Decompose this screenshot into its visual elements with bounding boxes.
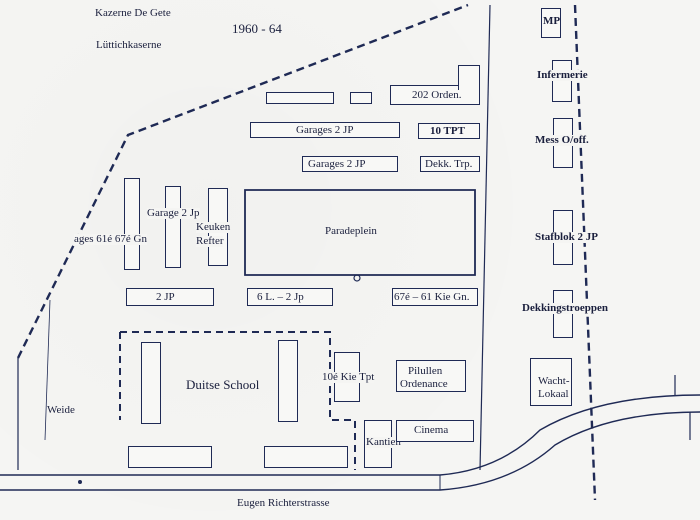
label-202-orden: 202 Orden. (412, 89, 462, 101)
map-title: Kazerne De Gete (95, 7, 171, 19)
building-garages-mid (302, 156, 398, 172)
perimeter-fence-east (573, 4, 597, 501)
building-north-1 (266, 92, 334, 104)
label-dekkingstroeppen: Dekkingstroeppen (522, 302, 608, 314)
building-202-orden (390, 85, 480, 105)
building-2jp-left (126, 288, 214, 306)
label-infermerie: Infermerie (537, 69, 588, 81)
label-6l: 6 L. – 2 Jp (257, 291, 304, 303)
label-street: Eugen Richterstrasse (237, 497, 330, 509)
building-garages-top (250, 122, 400, 138)
label-mess: Mess O/off. (535, 134, 589, 146)
paradeplein-outline (244, 189, 476, 276)
building-cinema (396, 420, 474, 442)
building-school-south-1 (128, 446, 212, 468)
map-subtitle: Lüttichkaserne (96, 39, 162, 51)
building-infermerie (552, 60, 572, 102)
label-pilullen: Pilullen (408, 365, 443, 377)
street-edge-north (0, 394, 700, 476)
street-marker (78, 480, 82, 484)
label-dekk-trp: Dekk. Trp. (425, 158, 473, 170)
duitse-school-enclosure (119, 331, 356, 470)
label-10-tpt: 10 TPT (430, 125, 465, 137)
building-10-tpt (418, 123, 480, 139)
label-ordenance: Ordenance (400, 378, 448, 390)
label-garages-61-67: ages 61é 67é Gn (74, 233, 148, 245)
building-school-west (141, 342, 161, 424)
label-garage-2jp: Garage 2 Jp (147, 207, 200, 219)
label-10e-kie: 10é Kie Tpt (322, 371, 375, 383)
label-weide: Weide (47, 404, 75, 416)
building-6l (247, 288, 333, 306)
building-garages-61-67 (124, 178, 140, 270)
inner-boundary (479, 4, 491, 471)
label-wacht-1: Wacht- (538, 375, 570, 387)
label-2jp-left: 2 JP (156, 291, 175, 303)
label-refter: Refter (196, 235, 224, 247)
label-duitse-school: Duitse School (186, 377, 260, 392)
building-mp (541, 8, 561, 38)
survey-line (44, 299, 51, 441)
building-school-east (278, 340, 298, 422)
label-garages-mid: Garages 2 JP (308, 158, 366, 170)
building-school-south-2 (264, 446, 348, 468)
building-wachtlokaal (530, 358, 572, 406)
building-dekkingstroeppen (553, 290, 573, 338)
label-mp: MP (543, 15, 561, 27)
side-road-stub (674, 375, 691, 440)
label-wacht-2: Lokaal (538, 388, 569, 400)
street-edge-south (0, 411, 700, 491)
map-years: 1960 - 64 (232, 21, 282, 36)
building-67-61-kie (392, 288, 478, 306)
label-cinema: Cinema (414, 424, 449, 436)
label-kantien: Kantien (366, 436, 401, 448)
label-67-61-kie: 67é – 61 Kie Gn. (394, 291, 470, 303)
label-stafblok: Stafblok 2 JP (535, 231, 598, 243)
building-pilullen (396, 360, 466, 392)
label-paradeplein: Paradeplein (325, 225, 377, 237)
building-202-orden-wing (458, 65, 480, 90)
label-garages-top: Garages 2 JP (296, 124, 354, 136)
label-keuken: Keuken (196, 221, 231, 233)
flagpole-icon (353, 274, 361, 282)
building-garage-2jp (165, 186, 181, 268)
building-dekk-trp (420, 156, 480, 172)
building-north-2 (350, 92, 372, 104)
perimeter-fence-dashed (16, 3, 469, 359)
